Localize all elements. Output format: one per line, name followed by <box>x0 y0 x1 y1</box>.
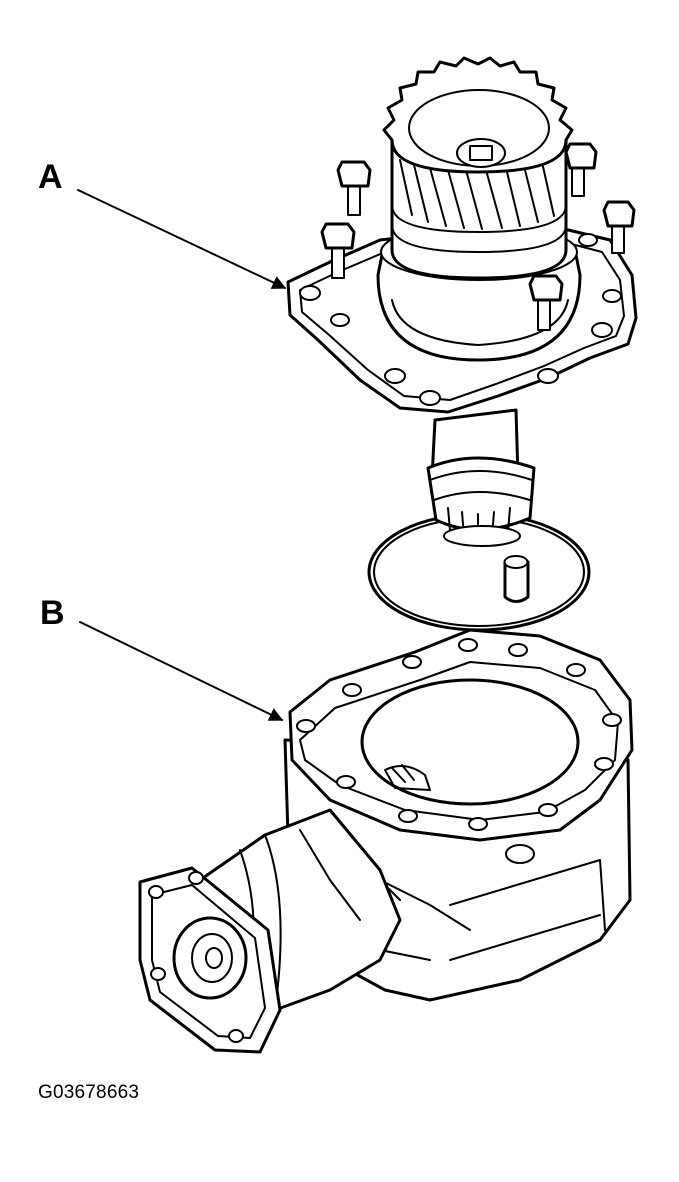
callout-arrow-b <box>79 621 284 721</box>
housing-part-b <box>138 628 634 1054</box>
dowel-pin <box>503 555 530 603</box>
callout-label-b: B <box>40 594 65 632</box>
callout-arrow-a <box>77 189 287 289</box>
gear-assembly-part-a <box>286 56 638 547</box>
bolt-right-top <box>564 142 598 197</box>
bolt-front <box>528 274 564 331</box>
bolt-left-bottom <box>320 222 356 279</box>
callout-label-a: A <box>38 158 63 196</box>
bolt-left-top <box>336 160 372 216</box>
bolt-right-far <box>602 200 636 254</box>
figure-code: G03678663 <box>38 1082 140 1103</box>
